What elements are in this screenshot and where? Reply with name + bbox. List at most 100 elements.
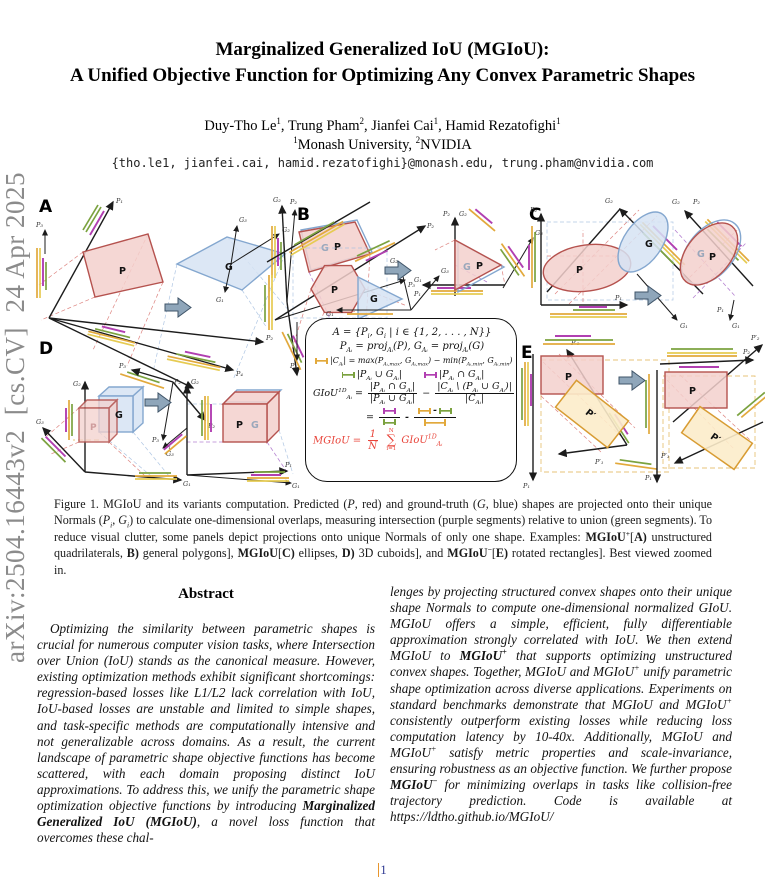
axis-label: P′₂ bbox=[570, 339, 580, 347]
axis-label: P′₂ bbox=[750, 334, 760, 342]
shape-label-g: G bbox=[225, 262, 233, 273]
shape-label-p: P bbox=[576, 265, 583, 276]
axis-label: G₁ bbox=[216, 296, 224, 304]
panel-d-after: P₂ G₂ P₃ G₃ P₁ G₁ P G bbox=[151, 378, 300, 490]
axis-label: P₃ bbox=[35, 221, 43, 229]
authors-line: Duy-Tho Le1, Trung Pham2, Jianfei Cai1, … bbox=[204, 116, 561, 134]
axis-label: G₃ bbox=[441, 267, 449, 275]
shape-label-g: G bbox=[321, 243, 329, 254]
axis-label: G₂ bbox=[672, 198, 680, 206]
span-segment-icon bbox=[424, 418, 446, 426]
emails-line[interactable]: {tho.le1, jianfei.cai, hamid.rezatofighi… bbox=[111, 156, 654, 170]
groundtruth-shape bbox=[617, 211, 669, 273]
panel-d-label: D bbox=[39, 339, 53, 359]
projection-segments-icon bbox=[499, 243, 526, 277]
axis-label: G₃ bbox=[239, 216, 247, 224]
union-segment-icon bbox=[383, 419, 397, 426]
projection-segments-icon bbox=[645, 374, 650, 434]
page-number[interactable]: 1 bbox=[378, 863, 387, 877]
projection-segments-icon bbox=[201, 396, 212, 440]
panel-a-before: P₁ P₃ P₂ P₄ bbox=[35, 197, 291, 389]
projection-segments-icon bbox=[528, 226, 536, 288]
panel-a: A P₁ P₃ P₂ P₄ bbox=[35, 196, 373, 389]
axis-label: G₃ bbox=[535, 229, 543, 237]
projection-segments-icon bbox=[615, 458, 657, 470]
shape-label-p: P bbox=[90, 423, 97, 433]
shape-label-p: P bbox=[709, 252, 716, 263]
axis-label: P₁ bbox=[115, 197, 123, 205]
projection-segments-icon bbox=[166, 350, 221, 372]
predicted-shape bbox=[664, 371, 728, 409]
figure-caption: Figure 1. MGIoU and its variants computa… bbox=[54, 497, 713, 577]
predicted-shape bbox=[82, 233, 164, 298]
header: Marginalized Generalized IoU (MGIoU): A … bbox=[0, 37, 765, 89]
axis-label: P₂ bbox=[173, 378, 181, 386]
panel-d-before: G₂ G₃ G₁ P₃ P₂ P₁ bbox=[36, 362, 215, 488]
panel-c: C P₂ P₁ G₂ G₁ bbox=[528, 197, 754, 330]
projection-segments-icon bbox=[288, 220, 346, 256]
intersection-segment-icon bbox=[383, 407, 397, 414]
groundtruth-shape bbox=[357, 275, 404, 321]
axis-label: G₁ bbox=[680, 322, 688, 330]
shape-label-g: G bbox=[697, 249, 705, 260]
panel-b-label: B bbox=[297, 205, 310, 225]
axis-label: G₁ bbox=[414, 276, 422, 284]
projection-segments-icon bbox=[36, 204, 105, 298]
predicted-prime-shape: P′ bbox=[554, 379, 630, 449]
axis-label: G₂ bbox=[273, 196, 281, 204]
shape-label-g: G bbox=[463, 262, 471, 273]
shape-label-p: P bbox=[565, 372, 572, 383]
transform-arrow-icon bbox=[164, 297, 192, 318]
union-segment-icon bbox=[341, 371, 355, 378]
shape-label-p: P bbox=[476, 261, 483, 272]
panel-e-after: P₁ P₂ P′₂ P′₁ P′ P bbox=[644, 334, 765, 484]
formula-segment-equation: = - - bbox=[313, 405, 511, 429]
axis-label: P₄ bbox=[235, 370, 243, 378]
axis-label: G₁ bbox=[326, 310, 334, 318]
figure-canvas: A P₁ P₃ P₂ P₄ bbox=[35, 196, 765, 490]
panel-a-label: A bbox=[39, 197, 53, 217]
transform-arrow-icon bbox=[144, 392, 172, 413]
mgiou-formula-box: A = {Pi, Gi | i ∈ {1, 2, . . . , N}} PAᵢ… bbox=[305, 318, 517, 482]
axis-label: G₁ bbox=[292, 482, 300, 490]
transform-arrow-icon bbox=[618, 370, 646, 391]
summation-icon: N∑i=1 bbox=[386, 427, 397, 453]
shape-label-p: P bbox=[689, 386, 696, 397]
projection-segments-icon bbox=[354, 239, 396, 263]
axis-label: P₃ bbox=[151, 436, 159, 444]
projection-segments-icon bbox=[40, 436, 67, 463]
panel-e-before: P₁ P′₂ P′₁ P′ P bbox=[521, 335, 670, 490]
panel-e: E P₁ P′₂ P′₁ bbox=[521, 334, 765, 490]
axis-label: P₂ bbox=[692, 198, 700, 206]
axis-label: P₂ bbox=[265, 334, 273, 342]
arxiv-watermark: arXiv:2504.16443v2 [cs.CV] 24 Apr 2025 bbox=[0, 172, 30, 664]
predicted-shape bbox=[679, 222, 739, 286]
transform-arrow-icon bbox=[384, 260, 412, 281]
axis-label: P₁ bbox=[522, 482, 530, 490]
axis-label: P₁ bbox=[644, 474, 652, 482]
formula-projections: PAᵢ = projAᵢ(P), GAᵢ = projAᵢ(G) bbox=[339, 341, 485, 354]
shape-label-p: P bbox=[236, 420, 243, 431]
formula-giou1d: GIoU1DAᵢ = |PAᵢ ∩ GAᵢ||PAᵢ ∪ GAᵢ| − |CAᵢ… bbox=[313, 381, 514, 406]
projection-segments-icon bbox=[135, 472, 177, 480]
axis-label: P′₁ bbox=[660, 452, 669, 460]
axis-label: P₁ bbox=[284, 461, 292, 469]
shape-label-g: G bbox=[370, 294, 378, 305]
axis-label: G₂ bbox=[459, 210, 467, 218]
axis-label: G₂ bbox=[73, 380, 81, 388]
predicted-prime-shape: P′ bbox=[680, 405, 754, 471]
axis-label: P₃ bbox=[118, 362, 126, 370]
axis-label: P₂ bbox=[742, 348, 750, 356]
axis-label: G₂ bbox=[390, 257, 398, 265]
predicted-shape bbox=[454, 238, 503, 292]
projection-segments-icon bbox=[667, 348, 737, 368]
shape-label-p: P bbox=[119, 266, 126, 277]
axis-label: P₁ bbox=[716, 306, 724, 314]
shape-label-p: P bbox=[334, 242, 341, 253]
projection-segments-icon bbox=[543, 335, 615, 345]
projection-segments-icon bbox=[163, 433, 187, 455]
transform-arrow-icon bbox=[634, 285, 662, 306]
axis-label: P₂ bbox=[426, 222, 434, 230]
union-segment-icon bbox=[438, 407, 452, 414]
